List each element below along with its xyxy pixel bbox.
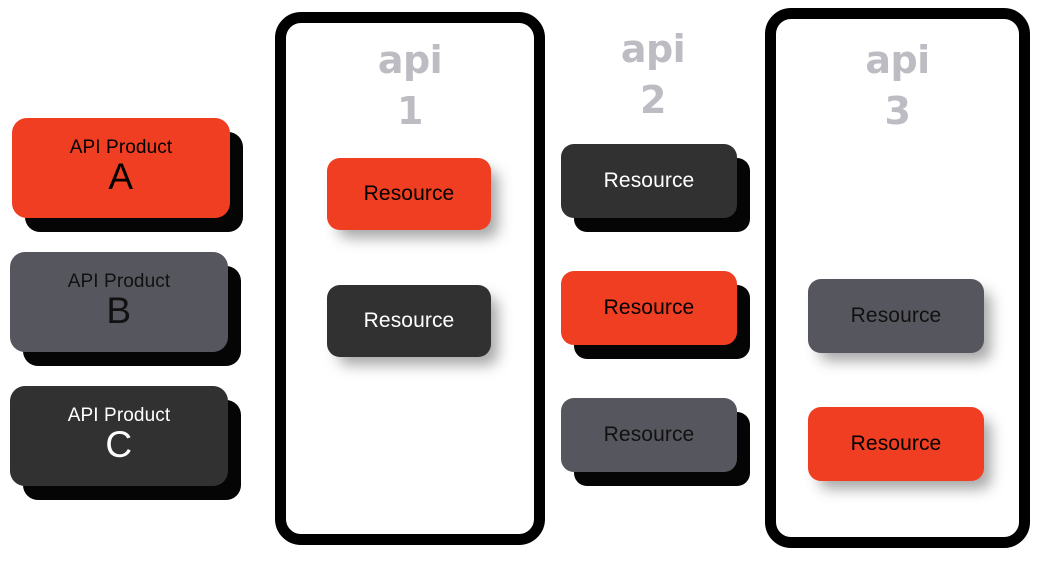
- api-3-resource-1[interactable]: Resource: [808, 279, 984, 353]
- api-1-number: 1: [397, 89, 423, 133]
- api-product-card-a[interactable]: API Product A: [12, 118, 230, 218]
- api-3-label: api 3: [776, 41, 1019, 130]
- api-group-2: api 2 Resource Resource Resource: [558, 12, 748, 545]
- resource-label: Resource: [603, 423, 695, 447]
- api-product-title: API Product: [67, 271, 171, 293]
- api-2-resource-3[interactable]: Resource: [561, 398, 737, 472]
- api-product-letter: C: [105, 424, 133, 466]
- api-product-letter: B: [106, 290, 132, 332]
- api-panel-3[interactable]: api 3 Resource Resource: [765, 8, 1030, 548]
- resource-label: Resource: [850, 432, 942, 456]
- api-2-word: api: [620, 27, 686, 71]
- resource-label: Resource: [850, 304, 942, 328]
- api-1-label: api 1: [286, 41, 534, 130]
- api-product-title: API Product: [69, 137, 173, 159]
- resource-label: Resource: [363, 182, 455, 206]
- api-panel-1[interactable]: api 1 Resource Resource: [275, 12, 545, 545]
- api-3-word: api: [865, 38, 930, 82]
- api-2-label: api 2: [558, 30, 748, 119]
- resource-label: Resource: [363, 309, 455, 333]
- api-product-title: API Product: [67, 405, 171, 427]
- api-2-resource-2[interactable]: Resource: [561, 271, 737, 345]
- api-2-resource-1[interactable]: Resource: [561, 144, 737, 218]
- api-1-resource-1[interactable]: Resource: [327, 158, 491, 230]
- api-product-letter: A: [108, 156, 134, 198]
- api-3-number: 3: [884, 89, 911, 133]
- api-product-card-b[interactable]: API Product B: [10, 252, 228, 352]
- api-product-card-c[interactable]: API Product C: [10, 386, 228, 486]
- api-3-resource-2[interactable]: Resource: [808, 407, 984, 481]
- api-1-resource-2[interactable]: Resource: [327, 285, 491, 357]
- api-1-word: api: [377, 38, 443, 82]
- resource-label: Resource: [603, 296, 695, 320]
- api-2-number: 2: [640, 78, 666, 122]
- resource-label: Resource: [603, 169, 695, 193]
